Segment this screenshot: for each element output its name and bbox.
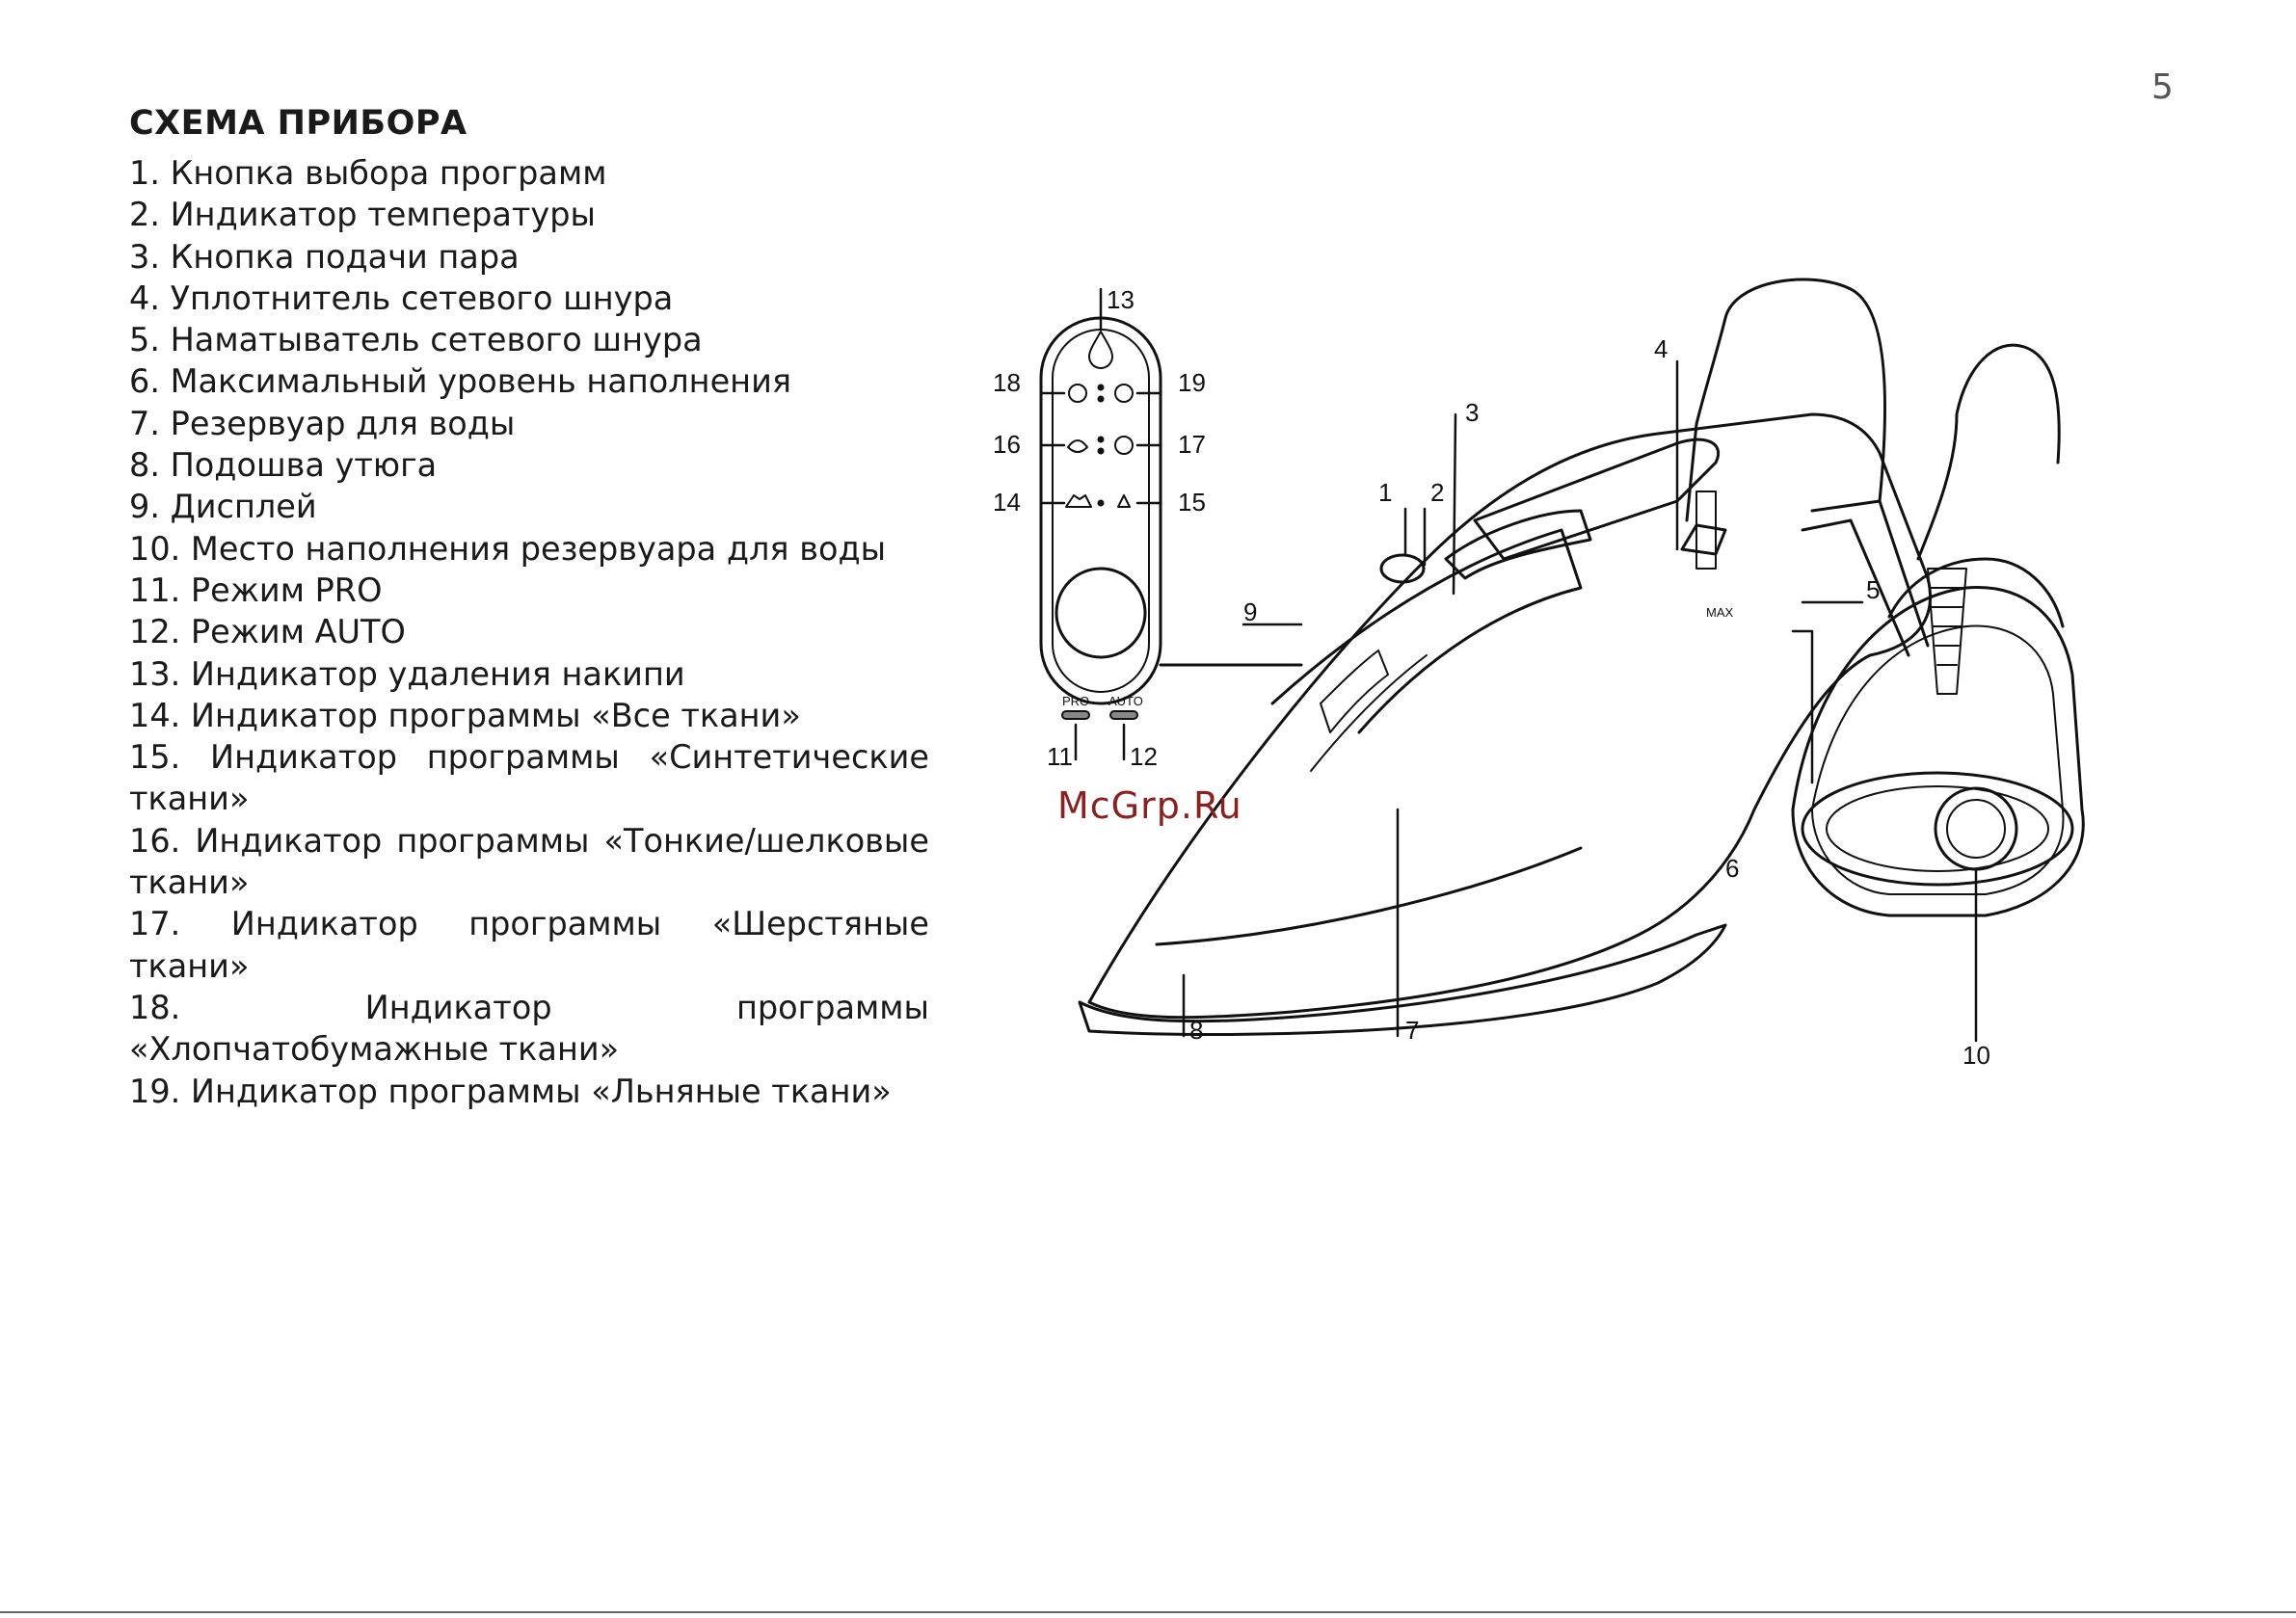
callout-11: 11 <box>1047 742 1073 771</box>
list-item: 13. Индикатор удаления накипи <box>129 654 685 693</box>
callout-9: 9 <box>1243 597 1257 626</box>
parts-list: 1. Кнопка выбора программ 2. Индикатор т… <box>129 152 929 1112</box>
list-item: 7. Резервуар для воды <box>129 404 516 442</box>
callout-13: 13 <box>1107 285 1135 314</box>
callout-5: 5 <box>1866 575 1880 604</box>
list-item: 3. Кнопка подачи пара <box>129 237 520 276</box>
callout-18: 18 <box>993 368 1021 397</box>
list-item: 10. Место наполнения резервуара для воды <box>129 529 887 568</box>
max-level-label: MAX <box>1706 605 1734 620</box>
descaling-indicator-icon <box>1088 331 1113 369</box>
wool-icon <box>1114 436 1134 455</box>
list-item: 12. Режим AUTO <box>129 613 406 651</box>
list-item: 15. Индикатор программы «Синтетические т… <box>129 738 929 818</box>
silk-icon <box>1067 439 1088 453</box>
iron-drawing: MAX <box>1078 278 1932 1036</box>
linen-icon <box>1114 384 1134 403</box>
callout-16: 16 <box>993 430 1021 459</box>
list-item: 14. Индикатор программы «Все ткани» <box>129 696 801 734</box>
callout-12: 12 <box>1130 742 1158 771</box>
callout-2: 2 <box>1430 478 1444 507</box>
list-item: 4. Уплотнитель сетевого шнура <box>129 279 674 317</box>
auto-mode-label: AUTO <box>1108 694 1143 708</box>
callout-8: 8 <box>1189 1016 1203 1045</box>
cotton-icon <box>1068 384 1087 403</box>
callout-15: 15 <box>1178 488 1206 517</box>
section-heading: СХЕМА ПРИБОРА <box>129 104 467 143</box>
callout-4: 4 <box>1654 334 1668 363</box>
callout-7: 7 <box>1405 1016 1419 1045</box>
list-item: 19. Индикатор программы «Льняные ткани» <box>129 1072 892 1110</box>
pro-mode-label: PRO <box>1062 694 1089 708</box>
iron-diagram: MAX <box>993 278 2085 1070</box>
list-item: 9. Дисплей <box>129 488 317 526</box>
list-item: 1. Кнопка выбора программ <box>129 154 607 192</box>
list-item: 18. Индикатор программы «Хлопчатобумажны… <box>129 988 929 1069</box>
iron-rear-drawing <box>1791 343 2085 917</box>
page-number: 5 <box>2151 67 2174 107</box>
callout-1: 1 <box>1378 478 1392 507</box>
callout-19: 19 <box>1178 368 1206 397</box>
callout-6: 6 <box>1725 854 1739 883</box>
list-item: 6. Максимальный уровень наполнения <box>129 362 792 401</box>
list-item: 11. Режим PRO <box>129 570 383 609</box>
callout-3: 3 <box>1465 398 1479 427</box>
bottom-rule <box>0 1611 2296 1613</box>
watermark: McGrp.Ru <box>1057 784 1242 827</box>
list-item: 5. Наматыватель сетевого шнура <box>129 321 703 359</box>
callout-10: 10 <box>1962 1041 1990 1070</box>
list-item: 16. Индикатор программы «Тонкие/шелковые… <box>129 821 929 902</box>
list-item: 17. Индикатор программы «Шерстяные ткани… <box>129 905 929 985</box>
control-panel-drawing <box>1039 316 1162 705</box>
callout-14: 14 <box>993 488 1021 517</box>
list-item: 2. Индикатор температуры <box>129 196 596 234</box>
callout-17: 17 <box>1178 430 1206 459</box>
list-item: 8. Подошва утюга <box>129 446 438 485</box>
synthetic-icon <box>1117 494 1131 508</box>
all-fabrics-icon <box>1065 494 1092 508</box>
